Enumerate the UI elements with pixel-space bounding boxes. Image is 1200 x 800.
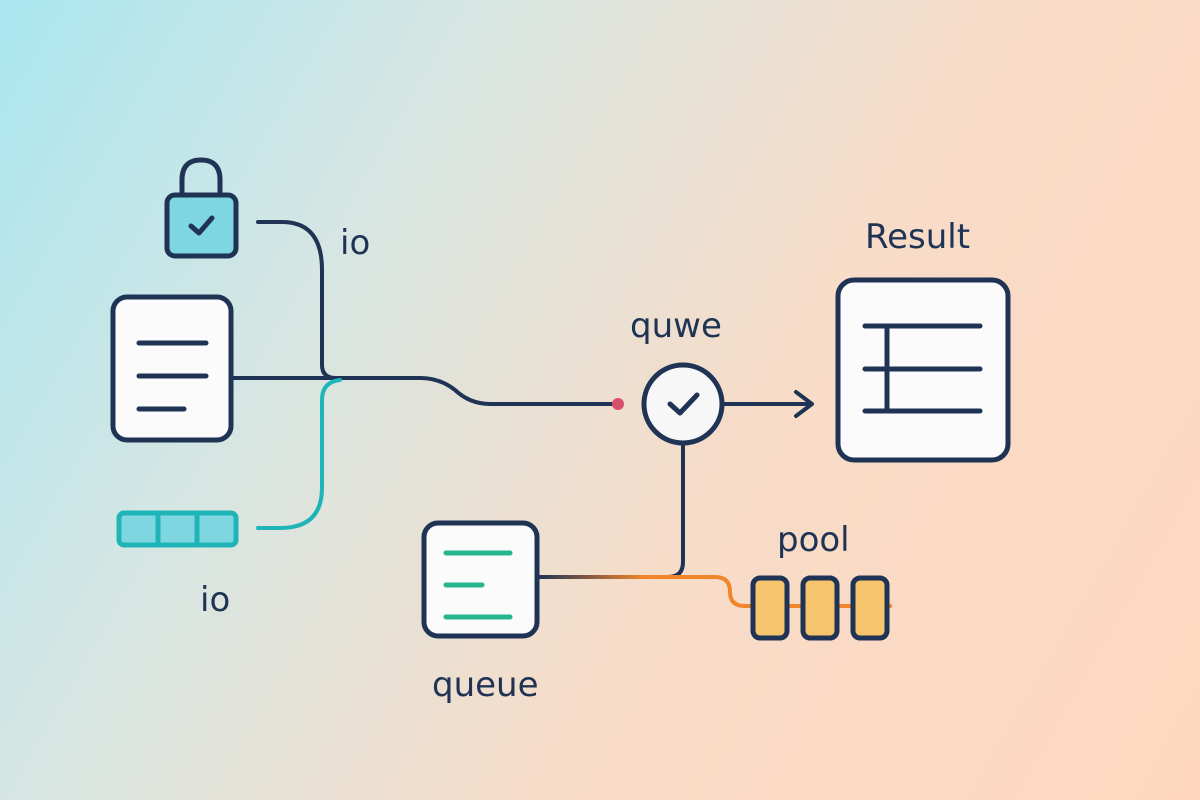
queue-to-pool-connector (536, 575, 892, 608)
check-circle-icon (641, 362, 725, 446)
connectors (230, 220, 892, 608)
check-to-pool-connector (666, 444, 685, 579)
lock-icon (164, 157, 239, 259)
storage-bar-icon (116, 510, 239, 548)
pool-slots-icon (750, 575, 890, 641)
result-label: Result (865, 217, 970, 257)
table-icon (835, 277, 1011, 463)
storage-connector (256, 378, 342, 530)
input-dot (612, 398, 624, 410)
queue-label: queue (432, 665, 539, 705)
lock-connector (256, 220, 338, 380)
list-icon (421, 520, 540, 639)
document-icon (110, 294, 234, 443)
arrow-head-icon (794, 390, 814, 418)
document-connector (230, 376, 614, 406)
io-top-label: io (340, 223, 370, 263)
io-bottom-label: io (200, 580, 230, 620)
merge-label: quwe (630, 306, 722, 346)
pool-label: pool (777, 520, 850, 560)
